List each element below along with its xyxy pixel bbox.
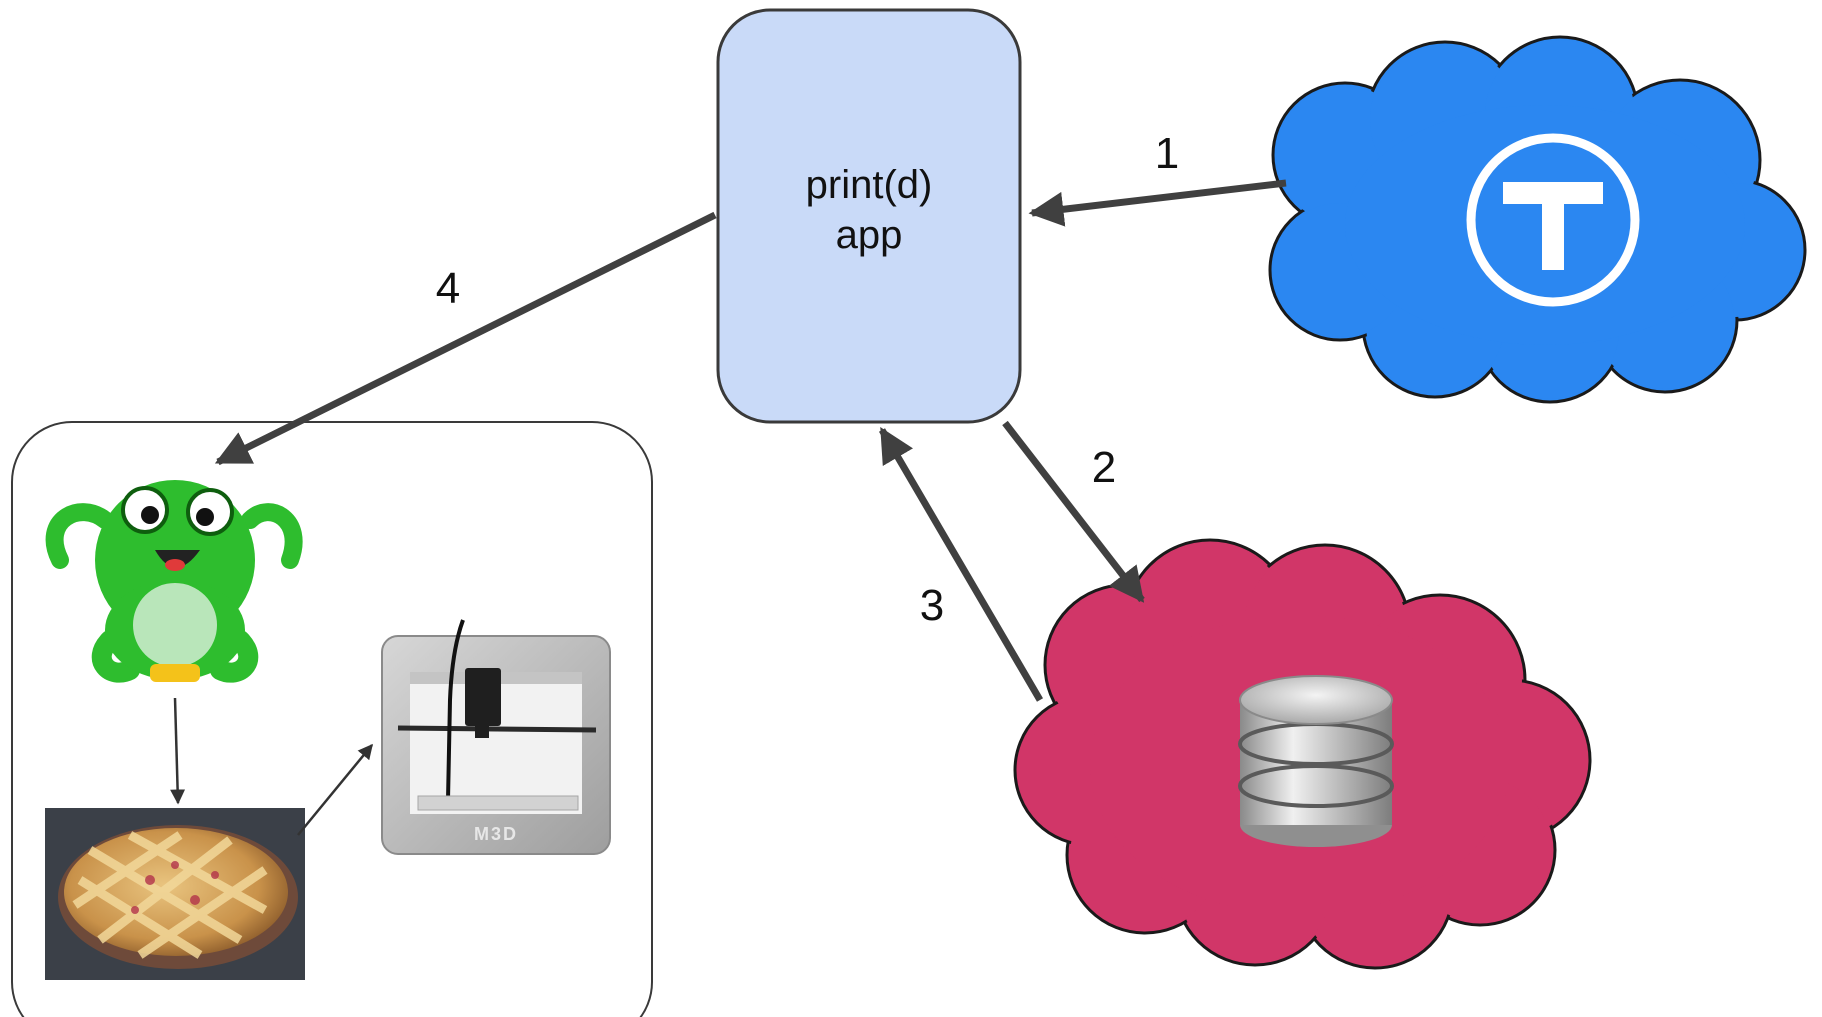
pie-to-printer-arrow <box>297 743 373 836</box>
app-box-label-line2: app <box>836 213 903 257</box>
pie-photo <box>45 808 305 980</box>
arrow-2 <box>1002 420 1145 603</box>
twitter-t-cloud-icon <box>1466 133 1640 307</box>
step-label-4: 4 <box>436 264 460 313</box>
service-cloud <box>1268 35 1807 404</box>
app-box: print(d) app <box>716 8 1022 424</box>
app-box-label-line1: print(d) <box>806 163 933 207</box>
arrow-1 <box>1028 179 1287 227</box>
3d-printer-icon: M3D <box>381 619 611 855</box>
step-label-3: 3 <box>920 581 944 630</box>
database-cloud-icon <box>1238 675 1394 847</box>
local-printer-group: M3D <box>11 421 653 1017</box>
octoprint-octopus-icon <box>45 480 303 683</box>
arrow-3 <box>878 426 1044 702</box>
database-cloud <box>1013 538 1592 970</box>
octopus-to-pie-arrow <box>170 697 186 805</box>
step-label-1: 1 <box>1155 129 1179 178</box>
arrow-4 <box>214 211 717 466</box>
printer-brand-label: M3D <box>474 824 518 844</box>
step-label-2: 2 <box>1092 443 1116 492</box>
